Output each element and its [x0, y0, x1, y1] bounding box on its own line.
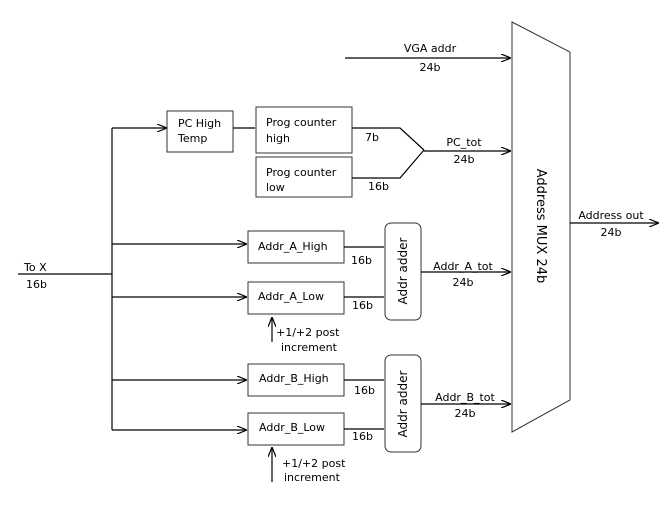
- pc-high-temp-box: [166, 110, 234, 153]
- increment-a-label-2: increment: [281, 341, 338, 354]
- addr-b-low-label: Addr_B_Low: [259, 421, 325, 434]
- addr-b-tot-width: 24b: [455, 407, 476, 420]
- address-mux: [511, 21, 571, 433]
- prog-counter-low-label: Prog counter: [266, 166, 337, 179]
- a-high-width: 16b: [351, 254, 372, 267]
- pc-tot-width: 24b: [454, 153, 475, 166]
- to-x-label: To X: [23, 261, 47, 274]
- b-high-width: 16b: [354, 384, 375, 397]
- increment-b-label-2: increment: [284, 471, 341, 484]
- pc-high-out-wire: [352, 127, 425, 151]
- pc-high-temp-label: PC High: [178, 117, 221, 130]
- addr-b-tot-label: Addr_B_tot: [435, 391, 495, 404]
- to-x-width: 16b: [26, 278, 47, 291]
- address-out-label: Address out: [578, 209, 644, 222]
- addr-a-tot-label: Addr_A_tot: [433, 260, 493, 273]
- prog-counter-high-box: [255, 106, 353, 154]
- addr-b-high-label: Addr_B_High: [259, 372, 329, 385]
- addr-a-low-label: Addr_A_Low: [258, 290, 324, 303]
- addr-a-high-label: Addr_A_High: [258, 240, 328, 253]
- increment-a-label: +1/+2 post: [276, 326, 340, 339]
- vga-addr-label: VGA addr: [404, 42, 457, 55]
- prog-counter-high-label: Prog counter: [266, 116, 337, 129]
- mux-label: Address MUX 24b: [533, 169, 548, 283]
- addr-adder-a-label: Addr adder: [396, 237, 410, 304]
- prog-counter-low-box: [255, 156, 353, 198]
- b-low-width: 16b: [352, 430, 373, 443]
- address-out-width: 24b: [601, 226, 622, 239]
- addr-b-high-box: [247, 363, 345, 397]
- addr-a-low-box: [247, 281, 345, 315]
- pc-high-width: 7b: [365, 131, 379, 144]
- pc-tot-label: PC_tot: [446, 136, 482, 149]
- addr-adder-b-label: Addr adder: [396, 370, 410, 437]
- vga-addr-width: 24b: [420, 61, 441, 74]
- prog-counter-low-label-2: low: [266, 181, 285, 194]
- pc-low-width: 16b: [368, 180, 389, 193]
- addr-a-tot-width: 24b: [453, 276, 474, 289]
- pc-low-out-wire: [352, 149, 425, 179]
- pc-high-temp-label-2: Temp: [177, 132, 207, 145]
- prog-counter-high-label-2: high: [266, 132, 290, 145]
- increment-b-label: +1/+2 post: [282, 457, 346, 470]
- a-low-width: 16b: [352, 299, 373, 312]
